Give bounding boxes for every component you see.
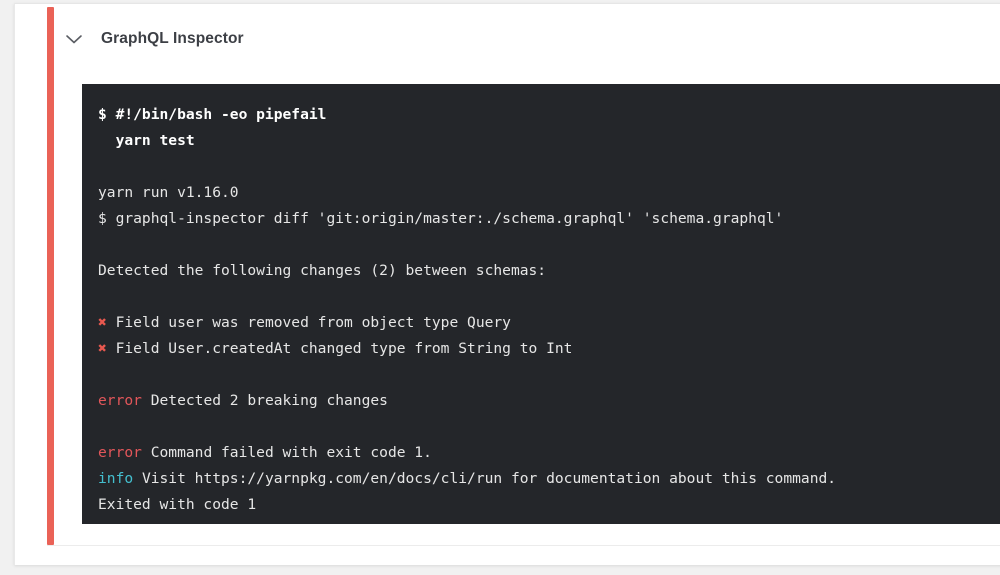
console-line: ✖ Field User.createdAt changed type from… (98, 336, 1000, 362)
console-line-text: Visit https://yarnpkg.com/en/docs/cli/ru… (133, 470, 837, 487)
console-line: ✖ Field user was removed from object typ… (98, 310, 1000, 336)
console-line-text: Command failed with exit code 1. (141, 444, 432, 461)
console-line (98, 232, 1000, 258)
console-line (98, 154, 1000, 180)
breaking-change-marker-icon: ✖ (98, 314, 107, 331)
console-line-level-token: error (98, 392, 142, 409)
console-log-output[interactable]: $ #!/bin/bash -eo pipefail yarn test yar… (82, 84, 1000, 524)
step-divider (47, 545, 1000, 546)
console-line: $ #!/bin/bash -eo pipefail (98, 106, 327, 123)
breaking-change-marker-icon: ✖ (98, 340, 107, 357)
console-line (98, 284, 1000, 310)
console-line-text: Field user was removed from object type … (106, 314, 511, 331)
console-line (98, 414, 1000, 440)
console-line: error Detected 2 breaking changes (98, 388, 1000, 414)
console-line-level-token: error (98, 444, 142, 461)
step-title: GraphQL Inspector (101, 30, 244, 47)
console-line: error Command failed with exit code 1. (98, 440, 1000, 466)
build-step-card: GraphQL Inspector $ #!/bin/bash -eo pipe… (14, 3, 1000, 565)
console-line-text: Detected 2 breaking changes (141, 392, 388, 409)
console-line: yarn test (98, 132, 195, 149)
console-log-lines: $ #!/bin/bash -eo pipefail yarn test yar… (98, 102, 1000, 518)
console-line-level-token: info (98, 470, 134, 487)
step-header[interactable]: GraphQL Inspector (63, 18, 244, 60)
console-line (98, 362, 1000, 388)
console-line: info Visit https://yarnpkg.com/en/docs/c… (98, 466, 1000, 492)
step-status-accent-bar (47, 7, 54, 545)
console-line-text: Field User.createdAt changed type from S… (106, 340, 573, 357)
console-line: Detected the following changes (2) betwe… (98, 262, 547, 279)
console-line: yarn run v1.16.0 (98, 184, 239, 201)
console-line: $ graphql-inspector diff 'git:origin/mas… (98, 210, 784, 227)
console-line: Exited with code 1 (98, 496, 257, 513)
chevron-down-icon[interactable] (63, 28, 85, 50)
